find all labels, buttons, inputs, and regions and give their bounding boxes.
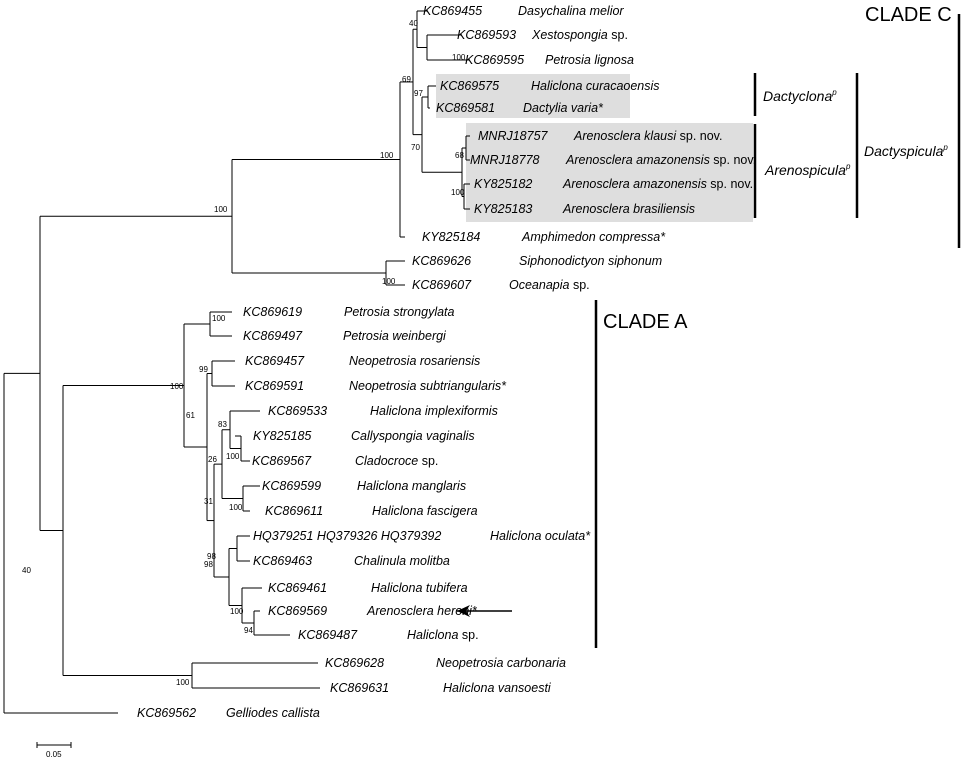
bootstrap-value: 69 (402, 75, 411, 84)
bootstrap-value: 40 (22, 566, 31, 575)
dactyclona-label: Dactyclonap (763, 88, 837, 104)
scale-bar (36, 742, 72, 748)
bootstrap-value: 100 (380, 151, 394, 160)
bootstrap-value: 70 (411, 143, 420, 152)
arenospicula-highlight (466, 123, 753, 222)
bootstrap-value: 100 (230, 607, 244, 616)
scale-bar-label: 0.05 (46, 750, 62, 759)
bootstrap-value: 100 (226, 452, 240, 461)
bootstrap-value: 26 (208, 455, 217, 464)
dactyspicula-label: Dactyspiculap (864, 143, 948, 159)
clade-a-label: CLADE A (603, 311, 688, 333)
bootstrap-value: 100 (382, 277, 396, 286)
bootstrap-value: 61 (186, 411, 195, 420)
bootstrap-value: 99 (199, 365, 208, 374)
clade-c-label: CLADE C (865, 4, 952, 26)
bootstrap-value: 94 (244, 626, 253, 635)
tree-branches (3, 10, 470, 714)
bootstrap-value: 100 (176, 678, 190, 687)
bootstrap-value: 40 (409, 19, 418, 28)
arrow-icon (457, 605, 512, 617)
bootstrap-value: 98 (204, 560, 213, 569)
bootstrap-value: 100 (452, 53, 466, 62)
dactyclona-highlight (436, 74, 630, 118)
arenospicula-label: Arenospiculap (764, 162, 851, 178)
clade-bars (594, 14, 961, 648)
bootstrap-value: 68 (455, 151, 464, 160)
bootstrap-value: 100 (229, 503, 243, 512)
bootstrap-value: 100 (170, 382, 184, 391)
bootstrap-value: 100 (212, 314, 226, 323)
bootstrap-value: 100 (214, 205, 228, 214)
bootstrap-value: 83 (218, 420, 227, 429)
bootstrap-value: 98 (207, 552, 216, 561)
bootstrap-value: 31 (204, 497, 213, 506)
bootstrap-value: 97 (414, 89, 423, 98)
bootstrap-value: 100 (451, 188, 465, 197)
